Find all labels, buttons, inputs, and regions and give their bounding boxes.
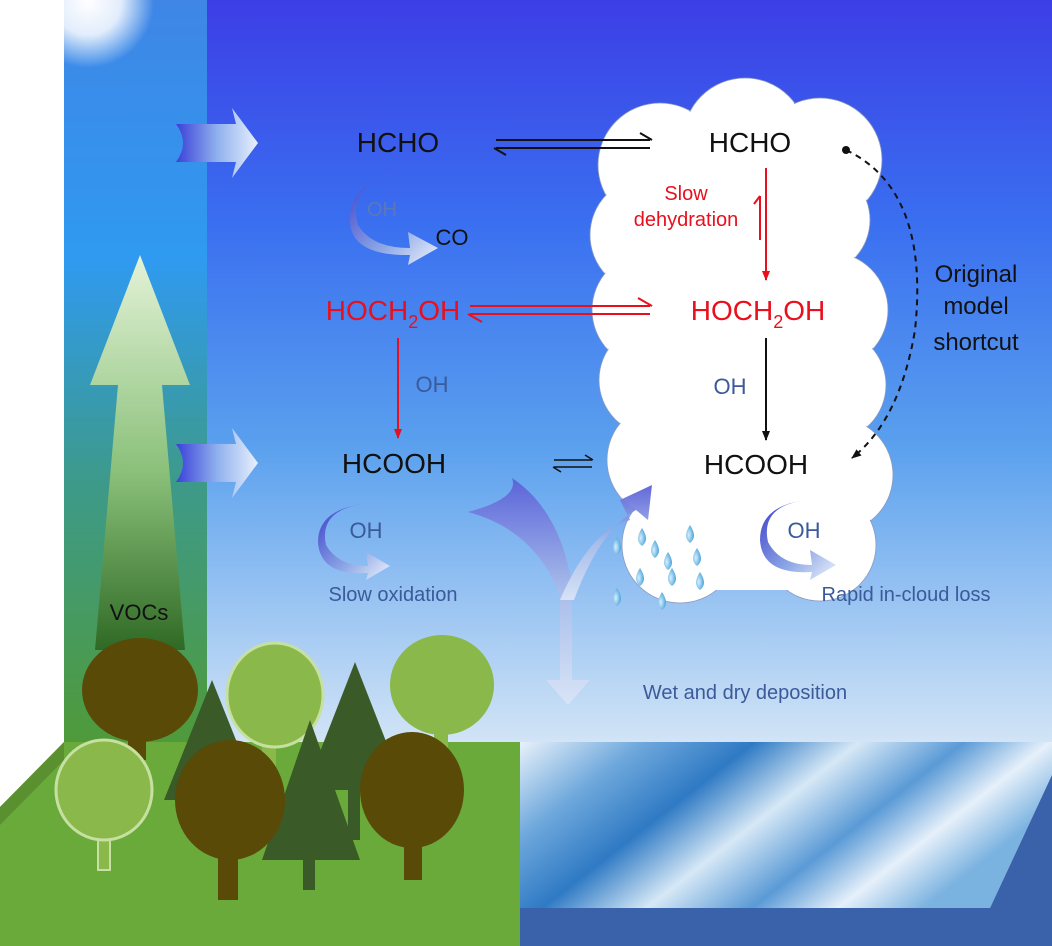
gas-co-label: CO (436, 225, 469, 250)
water-surface (520, 742, 1052, 908)
raindrops (613, 525, 704, 610)
slow-label: Slow (664, 183, 708, 205)
tree-dark-back (82, 638, 198, 760)
forest (54, 635, 494, 900)
curl-arrow-cloud-loss (760, 500, 836, 580)
gas-oh-hcooh-label: OH (350, 518, 383, 543)
curl-arrow-hcho (349, 170, 438, 265)
vocs-up-arrow (90, 255, 190, 650)
slow-oxidation-label: Slow oxidation (329, 584, 458, 606)
equilibrium-hoch2oh (467, 297, 653, 323)
shortcut-arrow (842, 146, 919, 459)
cloud-oh-label: OH (714, 374, 747, 399)
cloud-fill (591, 79, 892, 602)
shortcut-line-3: shortcut (933, 329, 1019, 356)
dehydration-arrows (753, 168, 770, 281)
water-edge (520, 775, 1052, 946)
sun-icon (22, 0, 154, 68)
grass-edge (0, 742, 64, 825)
tree-dark-front-right (360, 732, 464, 880)
gas-hoch2oh-label: HOCH2OH (326, 295, 460, 332)
incoming-arrow-bottom (176, 428, 258, 498)
incoming-arrow-top (176, 108, 258, 178)
tree-light-right (390, 635, 494, 750)
equilibrium-hcho (493, 132, 653, 156)
sky-back-wall (64, 0, 1052, 742)
deposition-label: Wet and dry deposition (643, 682, 847, 704)
tree-light-left (54, 738, 154, 871)
gas-hcooh-label: HCOOH (342, 448, 446, 479)
tree-light-center (225, 641, 325, 770)
vocs-label: VOCs (110, 600, 169, 625)
dehydration-label: dehydration (634, 209, 739, 231)
cloud-hcho-label: HCHO (709, 127, 791, 158)
tree-dark-front-left (175, 740, 285, 900)
gas-hcho-label: HCHO (357, 127, 439, 158)
gas-oh-hoch2oh-label: OH (416, 372, 449, 397)
cloud-oh-loss-label: OH (788, 518, 821, 543)
equilibrium-hcooh (552, 454, 594, 473)
rapid-loss-label: Rapid in-cloud loss (822, 584, 991, 606)
cloud-hoch2oh-label: HOCH2OH (691, 295, 825, 332)
cloud-hcooh-label: HCOOH (704, 449, 808, 480)
deposition-arrow (468, 478, 652, 705)
shortcut-line-1: Original (935, 261, 1018, 288)
gas-oh-hcho-label: OH (367, 199, 397, 221)
pine-front (262, 720, 360, 890)
shortcut-line-2: model (943, 293, 1008, 320)
curl-arrow-hcooh (318, 503, 390, 580)
